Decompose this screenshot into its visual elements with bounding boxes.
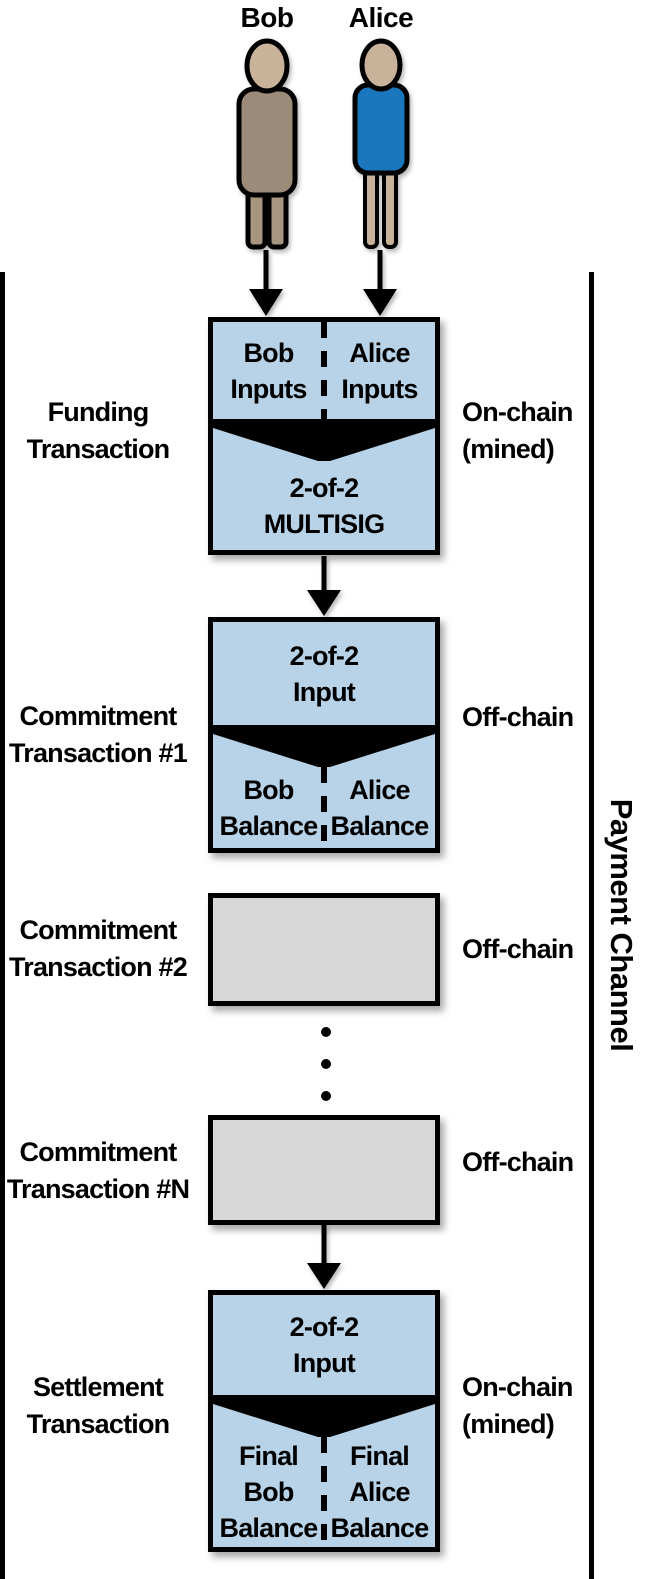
settlement-onchain-label-line1: On-chain <box>462 1372 573 1402</box>
settlement-dashed-divider <box>321 1437 327 1547</box>
ellipsis-dot <box>321 1027 331 1037</box>
settlement-outputs-section: Final Bob Balance Final Alice Balance <box>213 1437 435 1547</box>
settlement-transaction-label: Settlement Transaction <box>0 1369 196 1443</box>
commitment1-offchain-label-line1: Off-chain <box>462 702 574 732</box>
commitment1-input-line2: Input <box>293 676 356 707</box>
commitment1-label-line1: Commitment <box>19 701 177 731</box>
funding-multisig-line2: MULTISIG <box>263 508 385 539</box>
commitment1-bob-balance-cell: Bob Balance <box>213 767 324 848</box>
commitment1-outputs-section: Bob Balance Alice Balance <box>213 767 435 848</box>
settlement-input-section: 2-of-2 Input <box>213 1295 435 1395</box>
commitment1-bob-balance-line1: Bob <box>243 774 294 805</box>
bob-figure-icon <box>236 38 298 250</box>
settlement-final-bob-balance-cell: Final Bob Balance <box>213 1437 324 1547</box>
funding-alice-inputs-cell: Alice Inputs <box>324 322 435 419</box>
settlement-transaction-box: 2-of-2 Input Final Bob Balance Final Ali… <box>208 1290 440 1552</box>
settlement-final-alice-line2: Alice <box>349 1477 410 1507</box>
funding-transaction-box: Bob Inputs Alice Inputs 2-of-2 MULTISIG <box>208 317 440 555</box>
commitment1-input-section: 2-of-2 Input <box>213 622 435 725</box>
ellipsis-dot <box>321 1091 331 1101</box>
funding-transaction-label-line1: Funding <box>47 397 150 427</box>
commitmentN-transaction-box <box>208 1115 440 1225</box>
bob-label: Bob <box>240 2 294 33</box>
commitmentN-label: Commitment Transaction #N <box>0 1134 196 1208</box>
commitmentN-label-line1: Commitment <box>19 1137 177 1167</box>
arrow-commitmentN-to-settlement-icon <box>307 1225 341 1289</box>
settlement-input-line1: 2-of-2 <box>289 1312 359 1342</box>
alice-figure-icon <box>352 38 410 249</box>
commitment1-funnel-icon <box>213 725 435 767</box>
ellipsis-dots <box>321 1027 331 1101</box>
funding-output-section: 2-of-2 MULTISIG <box>213 461 435 550</box>
funding-multisig-line1: 2-of-2 <box>289 472 359 503</box>
settlement-transaction-label-line1: Settlement <box>32 1372 164 1402</box>
funding-transaction-label-line2: Transaction <box>26 434 171 464</box>
settlement-onchain-label: On-chain (mined) <box>462 1369 606 1443</box>
payment-channel-label: Payment Channel <box>604 798 639 1052</box>
funding-bob-inputs-line1: Bob <box>243 337 294 368</box>
settlement-final-bob-line3: Balance <box>219 1513 319 1543</box>
funding-funnel-icon <box>213 419 435 461</box>
commitment2-label-line2: Transaction #2 <box>9 952 188 982</box>
channel-bracket-right-line <box>589 272 594 1579</box>
commitment1-label-line2: Transaction #1 <box>9 738 188 768</box>
commitment1-input-line1: 2-of-2 <box>289 640 359 671</box>
commitment1-alice-balance-cell: Alice Balance <box>324 767 435 848</box>
ellipsis-dot <box>321 1059 331 1069</box>
settlement-onchain-label-line2: (mined) <box>462 1409 555 1439</box>
settlement-final-alice-line1: Final <box>349 1441 410 1471</box>
commitment1-bob-balance-line2: Balance <box>219 810 319 841</box>
arrow-bob-to-funding-icon <box>249 250 283 316</box>
channel-bracket-left-line <box>0 272 5 1579</box>
commitmentN-offchain-label: Off-chain <box>462 1144 606 1181</box>
settlement-final-bob-line2: Bob <box>243 1477 294 1507</box>
funding-bob-inputs-line2: Inputs <box>230 373 307 404</box>
funding-onchain-label-line2: (mined) <box>462 434 555 464</box>
commitment2-transaction-box <box>208 893 440 1006</box>
settlement-transaction-label-line2: Transaction <box>26 1409 171 1439</box>
funding-bob-inputs-cell: Bob Inputs <box>213 322 324 419</box>
commitment1-transaction-box: 2-of-2 Input Bob Balance Alice Balance <box>208 617 440 853</box>
commitmentN-label-line2: Transaction #N <box>6 1174 190 1204</box>
settlement-final-alice-line3: Balance <box>330 1513 430 1543</box>
arrow-alice-to-funding-icon <box>363 250 397 316</box>
commitment1-dashed-divider <box>321 767 327 848</box>
funding-alice-inputs-line2: Inputs <box>341 373 418 404</box>
funding-alice-inputs-line1: Alice <box>349 337 410 368</box>
funding-onchain-label: On-chain (mined) <box>462 394 606 468</box>
alice-label: Alice <box>348 2 414 33</box>
commitment1-alice-balance-line1: Alice <box>349 774 410 805</box>
funding-dashed-divider <box>321 322 327 419</box>
commitment1-alice-balance-line2: Balance <box>330 810 430 841</box>
commitment2-label-line1: Commitment <box>19 915 177 945</box>
settlement-final-alice-balance-cell: Final Alice Balance <box>324 1437 435 1547</box>
funding-transaction-label: Funding Transaction <box>0 394 196 468</box>
commitmentN-offchain-label-line1: Off-chain <box>462 1147 574 1177</box>
commitment1-label: Commitment Transaction #1 <box>0 698 196 772</box>
commitment2-offchain-label: Off-chain <box>462 931 606 968</box>
arrow-funding-to-commitment1-icon <box>307 556 341 616</box>
settlement-final-bob-line1: Final <box>238 1441 299 1471</box>
commitment1-offchain-label: Off-chain <box>462 699 606 736</box>
commitment2-label: Commitment Transaction #2 <box>0 912 196 986</box>
commitment2-offchain-label-line1: Off-chain <box>462 934 574 964</box>
funding-onchain-label-line1: On-chain <box>462 397 573 427</box>
settlement-input-line2: Input <box>293 1348 356 1378</box>
settlement-funnel-icon <box>213 1395 435 1437</box>
funding-inputs-section: Bob Inputs Alice Inputs <box>213 322 435 419</box>
